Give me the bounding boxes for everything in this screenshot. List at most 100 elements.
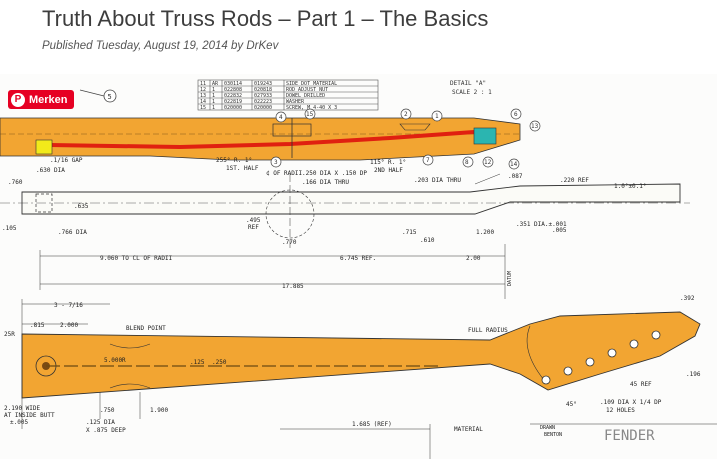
tuner-hole <box>563 366 573 376</box>
center-of-radii: ¢ OF RADII <box>266 170 303 177</box>
dim-815: .815 <box>30 322 45 329</box>
dim-392: .392 <box>680 295 695 302</box>
dia-125: .125 DIA <box>86 419 115 426</box>
dim-105: .105 <box>2 225 17 232</box>
radius-1st: 255° R. 1° <box>216 157 252 164</box>
parts-table-cell: 1 <box>212 99 215 105</box>
neck-side-view <box>0 117 521 161</box>
dia-250: .250 DIA X .150 DP <box>302 170 367 177</box>
pinterest-icon: P <box>11 92 25 107</box>
parts-table-cell: 022808 <box>224 87 242 93</box>
parts-table-cell: 11 <box>200 81 206 87</box>
dim-gap: .1/16 GAP <box>50 157 83 164</box>
tuner-hole <box>629 339 639 349</box>
tuner-hole <box>607 348 617 358</box>
tuner-hole <box>651 330 661 340</box>
dia-109: .109 DIA X 1/4 DP <box>600 399 662 406</box>
detail-label: DETAIL "A" <box>450 80 486 87</box>
tuner-hole <box>541 375 551 385</box>
tuner-holes <box>541 330 661 385</box>
parts-table-cell: 020000 <box>254 105 272 111</box>
balloon-13: 13 <box>531 123 539 130</box>
parts-table-cell: 022832 <box>224 93 242 99</box>
neck-profile-view <box>0 173 690 249</box>
dim-17885: 17.885 <box>282 283 304 290</box>
tuner-hole <box>585 357 595 367</box>
neck-side-fill <box>0 117 521 161</box>
dim-1900: 1.900 <box>150 407 168 414</box>
pin-button-label: Merken <box>29 93 68 106</box>
neck-plan-fill <box>21 311 701 399</box>
parts-table-cell: 022223 <box>254 99 272 105</box>
dim-005: ±.005 <box>10 419 28 426</box>
parts-table-cell: 15 <box>200 105 206 111</box>
blend-point: BLEND POINT <box>126 325 166 332</box>
drawn-label: DRAWN <box>540 425 555 431</box>
dia-203: .203 DIA THRU <box>414 177 461 184</box>
dim-766-dia: .766 DIA <box>58 229 87 236</box>
dim-495: .495 <box>246 217 261 224</box>
dim-760: .760 <box>8 179 23 186</box>
dia-351: .351 DIA.±.001 <box>516 221 567 228</box>
truss-rod-anchor <box>35 139 53 155</box>
dim-2190-wide: 2.190 WIDE <box>4 405 41 412</box>
dim-25r: 25R <box>4 331 15 338</box>
parts-table-cell: 030114 <box>224 81 242 87</box>
dim-635: .635 <box>74 203 89 210</box>
balloon-5: 5 <box>108 93 112 101</box>
parts-table-cell: 13 <box>200 93 206 99</box>
parts-table-cell: 022819 <box>224 99 242 105</box>
scale-label: SCALE 2 : 1 <box>452 89 492 96</box>
balloon-1: 1 <box>435 113 439 120</box>
dim-6745: 6.745 REF. <box>340 255 376 262</box>
dim-9060: 9.060 TO CL OF RADII <box>100 255 173 262</box>
balloon-4: 4 <box>279 114 283 121</box>
dim-200: 2.00 <box>466 255 481 262</box>
dim-220-ref: .220 REF <box>560 177 589 184</box>
pinterest-save-button[interactable]: P Merken <box>8 90 74 109</box>
radius-1st-half: 1ST. HALF <box>226 165 259 172</box>
post-byline: Published Tuesday, August 19, 2014 by Dr… <box>42 40 279 52</box>
dim-250: .250 <box>212 359 227 366</box>
parts-table-cell: DOWEL DRILLED <box>286 93 325 99</box>
parts-table-cell: 1 <box>212 105 215 111</box>
parts-table-cell: 020000 <box>224 105 242 111</box>
radius-2nd: 115° R. 1° <box>370 159 406 166</box>
dim-inside-butt: AT INSIDE BUTT <box>4 412 55 419</box>
parts-table-cell: 12 <box>200 87 206 93</box>
dim-750: .750 <box>100 407 115 414</box>
parts-table-cell: 019243 <box>254 81 272 87</box>
dim-angle: 1.0°±0.1° <box>614 183 647 190</box>
holes-12: 12 HOLES <box>606 407 635 414</box>
parts-table-cell: WASHER <box>286 99 305 105</box>
dim-3-7-16: 3 - 7/16 <box>54 302 83 309</box>
balloon-2: 2 <box>404 111 408 118</box>
neck-plan-view <box>21 311 701 399</box>
dim-495-ref: REF <box>248 224 259 231</box>
balloon-6: 6 <box>514 111 518 118</box>
dim-2000: 2.000 <box>60 322 78 329</box>
dim-087: .087 <box>508 173 523 180</box>
parts-table <box>197 79 379 111</box>
fender-logo-text: FENDER <box>604 428 655 444</box>
ref-45: 45 REF <box>630 381 652 388</box>
parts-table-cell: 027933 <box>254 93 272 99</box>
balloon-7: 7 <box>426 157 430 164</box>
dia-166: .166 DIA THRU <box>302 179 349 186</box>
balloon-14: 14 <box>510 161 518 168</box>
post-title[interactable]: Truth About Truss Rods – Part 1 – The Ba… <box>42 6 489 31</box>
dim-875-deep: X .875 DEEP <box>86 427 126 434</box>
parts-table-cell: 1 <box>212 93 215 99</box>
parts-table-cell: ROD ADJUST NUT <box>286 87 328 93</box>
full-radius: FULL RADIUS <box>468 327 508 334</box>
dim-196: .196 <box>686 371 701 378</box>
material-label: MATERIAL <box>454 426 483 433</box>
dim-715: .715 <box>402 229 417 236</box>
deg-45: 45° <box>566 401 577 408</box>
radius-2nd-half: 2ND HALF <box>374 167 403 174</box>
parts-table-cell: SCREW, M 4-40 X 3 <box>286 105 337 111</box>
parts-table-cell: SIDE DOT MATERIAL <box>286 81 337 87</box>
balloon-12: 12 <box>484 159 492 166</box>
